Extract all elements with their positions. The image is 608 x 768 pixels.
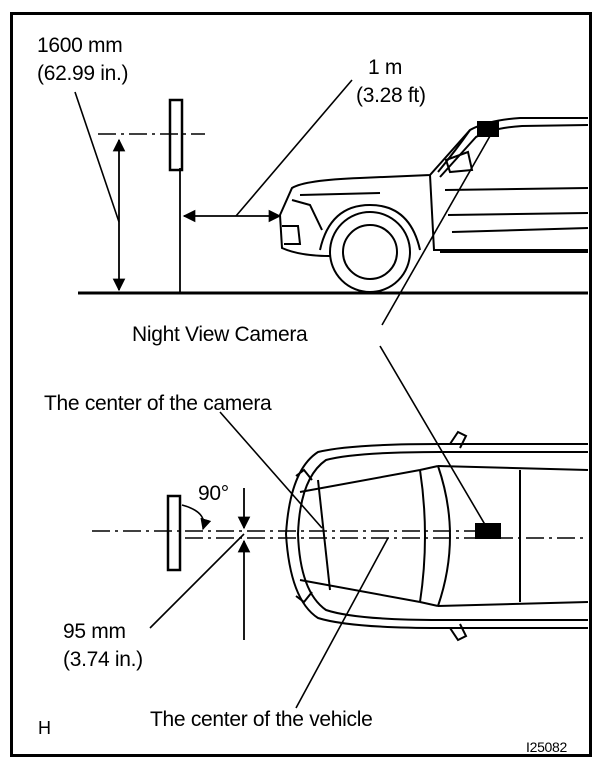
offset-label-in: (3.74 in.)	[63, 648, 143, 671]
car-side	[278, 117, 589, 293]
side-view	[74, 79, 589, 295]
offset-leader	[149, 533, 245, 629]
camera-label: Night View Camera	[132, 323, 308, 346]
corner-letter: H	[38, 718, 51, 738]
camera-center-leader	[219, 411, 323, 529]
distance-leader	[235, 79, 353, 217]
height-leader	[74, 91, 120, 223]
height-label-in: (62.99 in.)	[37, 62, 129, 85]
target-board-top	[166, 494, 182, 572]
offset-label-mm: 95 mm	[63, 620, 126, 643]
target-board	[168, 98, 184, 172]
car-top	[284, 430, 589, 642]
camera-leader-bottom	[379, 345, 488, 529]
camera-center-label: The center of the camera	[44, 392, 272, 415]
figure-id: I25082	[526, 739, 568, 755]
camera-block-top	[475, 523, 501, 539]
top-view	[92, 411, 589, 709]
height-label-mm: 1600 mm	[37, 34, 123, 57]
distance-label-ft: (3.28 ft)	[356, 84, 426, 107]
camera-block-side	[477, 121, 499, 137]
diagram-frame	[10, 12, 592, 757]
vehicle-center-label: The center of the vehicle	[150, 708, 373, 731]
camera-leader-top	[381, 135, 491, 326]
angle-arc	[181, 504, 212, 531]
distance-label-m: 1 m	[368, 56, 403, 79]
angle-label: 90°	[198, 482, 229, 505]
